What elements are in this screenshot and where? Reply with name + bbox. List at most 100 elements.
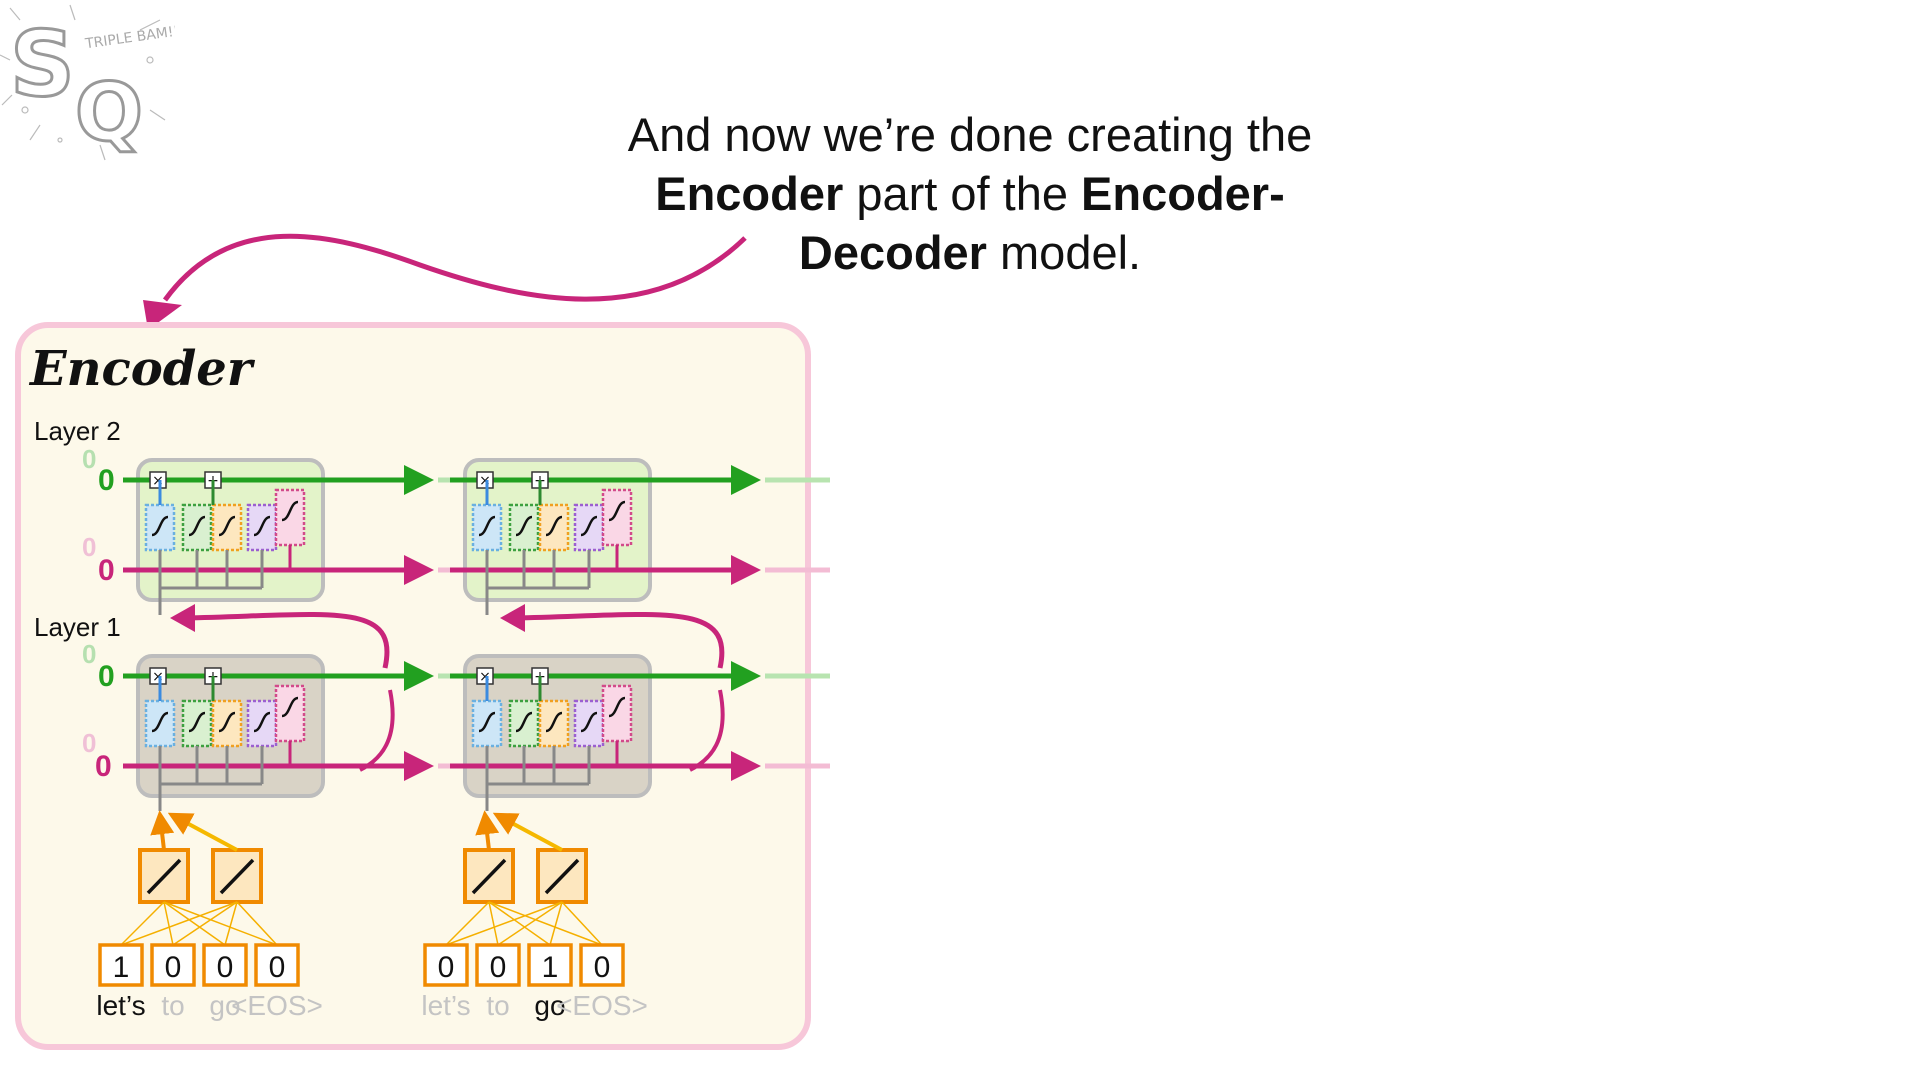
activation-curve	[281, 696, 299, 718]
token-label: to	[486, 990, 509, 1021]
activation-box	[274, 488, 306, 547]
embedding-activation	[471, 858, 507, 895]
token-label: let’s	[96, 990, 145, 1021]
weight-line	[163, 901, 278, 946]
weight-line	[488, 901, 499, 946]
activation-curve	[608, 500, 626, 522]
activation-curve	[515, 711, 533, 733]
one-hot-value: 1	[542, 951, 559, 984]
token-label: let’s	[421, 990, 470, 1021]
one-hot-value: 0	[490, 951, 507, 984]
activation-curve	[545, 515, 563, 537]
ghost-zeros: 0 0 0 0	[82, 444, 96, 758]
multiply-gate-symbol: ×	[152, 669, 164, 685]
weight-line	[120, 901, 165, 946]
one-hot-box	[98, 943, 144, 987]
one-hot-value: 0	[438, 951, 455, 984]
logo-s: S	[10, 12, 75, 117]
layer1-to-layer2-arrow	[184, 612, 390, 669]
layer1-output-curve	[359, 689, 395, 772]
activation-box	[274, 684, 306, 743]
layer-2-label: Layer 2	[34, 416, 121, 446]
embedding-to-lstm-arrow	[167, 812, 238, 852]
callout-arrow	[162, 233, 747, 302]
statquest-logo: S Q TRIPLE BAM!!	[0, 4, 175, 161]
embedding-activation	[146, 858, 182, 895]
one-hot-value: 0	[217, 951, 234, 984]
input-step-2: 0 let’s 0 to 1 go 0 <EOS>	[421, 810, 648, 1021]
one-hot-value: 0	[594, 951, 611, 984]
weight-line	[549, 901, 563, 946]
activation-curve	[545, 711, 563, 733]
weight-line	[561, 901, 603, 946]
multiply-gate-symbol: ×	[479, 473, 491, 489]
layer-1-label: Layer 1	[34, 612, 121, 642]
lstm-unit-layer2-step-2: ×+	[450, 458, 830, 615]
input-step-1: 1 let’s 0 to 0 go 0 <EOS>	[96, 810, 323, 1021]
one-hot-value: 0	[165, 951, 182, 984]
activation-curve	[478, 711, 496, 733]
activation-curve	[188, 711, 206, 733]
activation-box	[601, 684, 633, 743]
encoder-title: Encoder	[28, 341, 256, 397]
caption: And now we’re done creating the Encoder …	[570, 105, 1370, 282]
activation-curve	[218, 711, 236, 733]
weight-line	[497, 901, 563, 946]
weight-line	[445, 901, 490, 946]
layer1-initial-hidden: 0	[95, 750, 112, 783]
embedding-to-lstm-arrow	[475, 810, 500, 851]
caption-line-2: Encoder part of the Encoder-	[655, 167, 1285, 220]
multiply-gate	[149, 667, 167, 685]
caption-line-3: Decoder model.	[798, 226, 1142, 279]
token-label: <EOS>	[231, 990, 323, 1021]
multiply-gate	[476, 667, 494, 685]
layer1-to-layer2-arrowhead	[500, 604, 525, 632]
token-label: go	[534, 990, 565, 1021]
one-hot-box	[254, 943, 300, 987]
weight-line	[120, 901, 238, 946]
layer1-initial-cell: 0	[98, 660, 115, 693]
token-label: to	[161, 990, 184, 1021]
one-hot-value: 0	[269, 951, 286, 984]
multiply-gate	[476, 471, 494, 489]
activation-curve	[515, 515, 533, 537]
embedding-activation	[544, 858, 580, 895]
one-hot-box	[423, 943, 469, 987]
weight-line	[224, 901, 238, 946]
embedding-to-lstm-arrow	[492, 812, 563, 852]
one-hot-box	[475, 943, 521, 987]
ghost-zero: 0	[82, 532, 96, 562]
token-label: <EOS>	[556, 990, 648, 1021]
activation-curve	[580, 711, 598, 733]
weight-line	[445, 901, 563, 946]
weight-line	[163, 901, 226, 946]
activation-curve	[151, 515, 169, 537]
layer1-to-layer2-arrow	[514, 612, 725, 669]
token-label: go	[209, 990, 240, 1021]
activation-curve	[253, 711, 271, 733]
activation-curve	[281, 500, 299, 522]
weight-line	[488, 901, 603, 946]
weight-line	[172, 901, 238, 946]
lstm-unit-layer1-step-2: ×+	[450, 654, 830, 811]
one-hot-box	[527, 943, 573, 987]
activation-curve	[151, 711, 169, 733]
ghost-zero: 0	[82, 728, 96, 758]
layer1-output-curve	[689, 689, 725, 772]
activation-curve	[608, 696, 626, 718]
activation-curve	[580, 515, 598, 537]
lstm-unit-layer2-step-1: ×+	[123, 458, 503, 615]
activation-curve	[218, 515, 236, 537]
embedding-to-lstm-arrow	[150, 810, 175, 851]
caption-line-1: And now we’re done creating the	[627, 108, 1313, 161]
activation-curve	[253, 515, 271, 537]
layer2-initial-cell: 0	[98, 464, 115, 497]
one-hot-box	[579, 943, 625, 987]
one-hot-value: 1	[113, 951, 130, 984]
weight-line	[488, 901, 551, 946]
layer1-to-layer2-arrowhead	[170, 604, 195, 632]
logo-q: Q	[75, 66, 143, 159]
embedding-activation	[219, 858, 255, 895]
weight-line	[236, 901, 278, 946]
